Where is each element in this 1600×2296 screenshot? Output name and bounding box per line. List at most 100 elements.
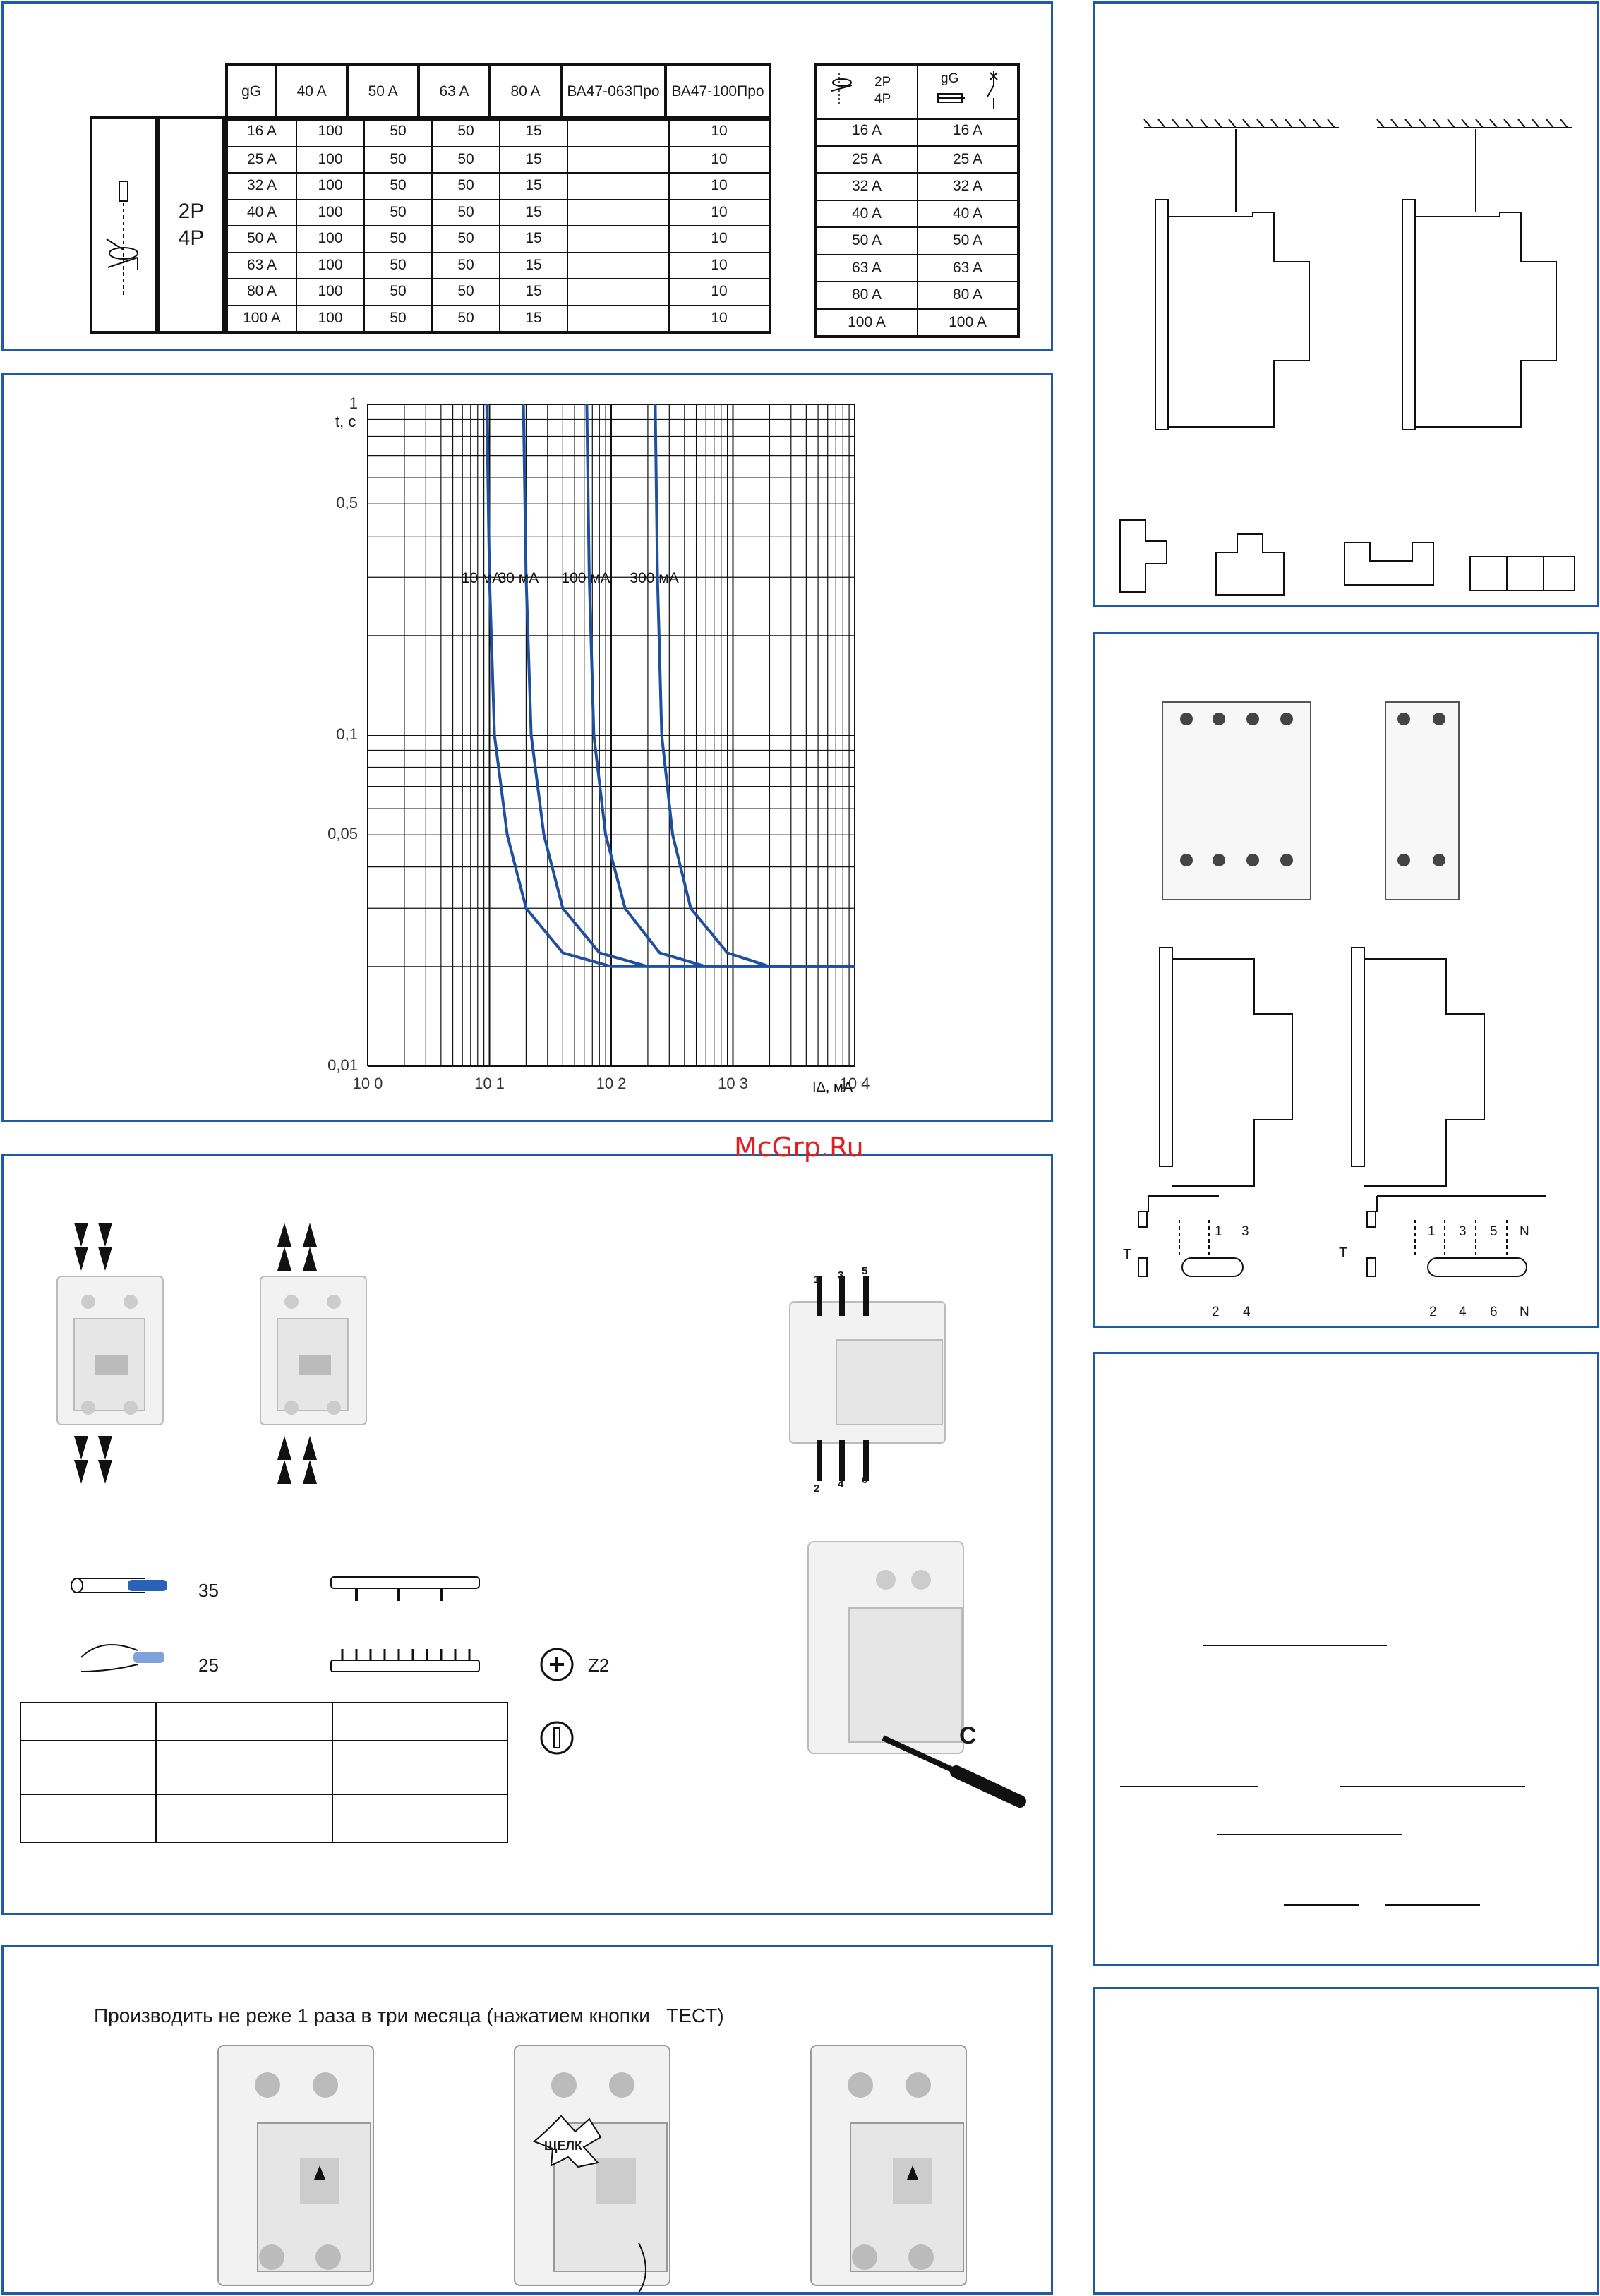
schematic-2p-top-3: 3	[1241, 1224, 1249, 1239]
schematic-2p-bottom-2: 2	[1212, 1305, 1220, 1319]
y-tick-label: 0,01	[327, 1056, 358, 1074]
test-instruction: Производить не реже 1 раза в три месяца …	[94, 2005, 724, 2026]
y-tick-label: 0,1	[336, 725, 358, 743]
series-line-1	[522, 404, 855, 968]
header-40a: 40 A	[275, 63, 349, 121]
schematic-2p	[1138, 1195, 1244, 1277]
schematic-4p-top-1: 1	[1428, 1224, 1436, 1239]
table-cell: 100 A	[917, 309, 1017, 335]
table-cell	[567, 119, 668, 146]
x-tick-label: 10 2	[596, 1075, 627, 1092]
table-cell: 100 A	[848, 313, 886, 330]
table-cell	[567, 174, 668, 199]
terminal-bottom-4: 4	[838, 1478, 844, 1490]
pozidriv-screw-icon	[540, 1648, 574, 1681]
fuse-icon	[937, 93, 965, 103]
schematic-4p-bottom-4: 4	[1459, 1305, 1467, 1319]
schematic-4p-top-n: N	[1520, 1224, 1529, 1239]
table-cell: 40 A	[917, 200, 1017, 226]
table-cell: 32 A	[917, 174, 1017, 200]
watermark: McGrp.Ru	[734, 1132, 864, 1163]
selectivity-tables-panel: gG 40 A 50 A 63 A 80 A ВА47-063Про ВА47-…	[1, 1, 1053, 351]
schematic-2p-bottom-4: 4	[1243, 1305, 1251, 1319]
table-cell: 40 A	[246, 203, 277, 220]
rcd-symbol-cell	[90, 116, 157, 334]
table-cell: 50	[431, 119, 499, 146]
header-80a: 80 A	[488, 63, 563, 121]
table-cell: 50	[363, 119, 431, 146]
table-cell	[567, 147, 668, 172]
table-row: 40 A 40 A	[817, 199, 1017, 226]
table-cell	[567, 279, 668, 305]
x-axis-label: IΔ, мА	[812, 1080, 853, 1095]
table-cell: 80 A	[851, 286, 882, 303]
x-tick-label: 10 3	[718, 1075, 748, 1092]
table-cell: 100	[296, 119, 363, 146]
mounting-panel	[1093, 1, 1599, 607]
table-cell: 32 A	[851, 178, 882, 194]
slot-screw-icon	[540, 1721, 574, 1755]
signature-line-3	[1340, 1786, 1525, 1787]
table-cell: 16 A	[917, 118, 1017, 145]
test-sequence-drawing	[217, 2045, 967, 2292]
table-cell: 50	[431, 253, 499, 278]
fuse-table-gg: gG	[941, 71, 959, 86]
test-step-3	[810, 2045, 967, 2286]
table-cell: 10	[668, 147, 769, 172]
table-cell: 50	[363, 279, 431, 305]
table-cell: 50	[431, 174, 499, 199]
table-cell: 50	[363, 147, 431, 172]
table-cell: 40 A	[851, 205, 882, 222]
schematic-4p-bottom-n: N	[1520, 1305, 1529, 1319]
schematic-2p-top-1: 1	[1215, 1224, 1222, 1239]
table-cell: 80 A	[246, 283, 277, 299]
table-cell	[567, 253, 668, 278]
series-line-3	[654, 404, 855, 968]
y-tick-label: 0,5	[336, 494, 358, 512]
terminal-top-1: 1	[814, 1274, 820, 1286]
table-cell: 10	[668, 226, 769, 252]
table-cell: 15	[499, 200, 567, 225]
fuse-table-poles: 2P 4P	[874, 75, 891, 107]
terminal-blank-table	[20, 1702, 508, 1843]
screwdriver-label: C	[959, 1722, 977, 1749]
table-cell: 63 A	[851, 259, 882, 276]
4p-device-wiring	[789, 1276, 946, 1481]
mounting-drawing	[1119, 119, 1575, 596]
schematic-4p-bottom-6: 6	[1490, 1305, 1498, 1319]
dimensions-panel: T 1 3 2 4 T 1 3 5 N 2 4 6 N	[1093, 632, 1599, 1328]
breaker-icon	[987, 71, 998, 109]
table-cell: 25 A	[851, 150, 882, 167]
table-cell: 100	[296, 200, 363, 225]
table-cell	[567, 226, 668, 252]
rcd-fuse-icon	[106, 181, 138, 296]
table-cell: 10	[668, 174, 769, 199]
table-cell: 15	[499, 253, 567, 278]
selectivity-table: gG 40 A 50 A 63 A 80 A ВА47-063Про ВА47-…	[90, 63, 771, 121]
poles-cell: 2P 4P	[157, 116, 225, 334]
series-label: 10 мА	[462, 570, 503, 586]
rcd-symbol-icon	[831, 73, 853, 105]
table-cell: 50	[363, 200, 431, 225]
table-cell: 15	[499, 306, 567, 331]
table-cell: 50 A	[246, 230, 277, 246]
fuse-table-header: 2P 4P gG	[817, 66, 1017, 120]
table-cell: 50 A	[851, 232, 882, 248]
table-cell: 10	[668, 200, 769, 225]
table-row: 100 A 100 A	[817, 308, 1017, 335]
table-cell: 15	[499, 119, 567, 146]
table-cell: 50	[431, 306, 499, 331]
table-cell: 16 A	[246, 123, 277, 139]
schematic-4p-top-3: 3	[1459, 1224, 1467, 1239]
schematic-4p-bottom-2: 2	[1429, 1305, 1437, 1319]
table-cell: 100	[296, 253, 363, 278]
table-cell: 15	[499, 226, 567, 252]
schematic-4p-top-5: 5	[1490, 1224, 1498, 1239]
x-tick-label: 10 1	[474, 1075, 505, 1092]
